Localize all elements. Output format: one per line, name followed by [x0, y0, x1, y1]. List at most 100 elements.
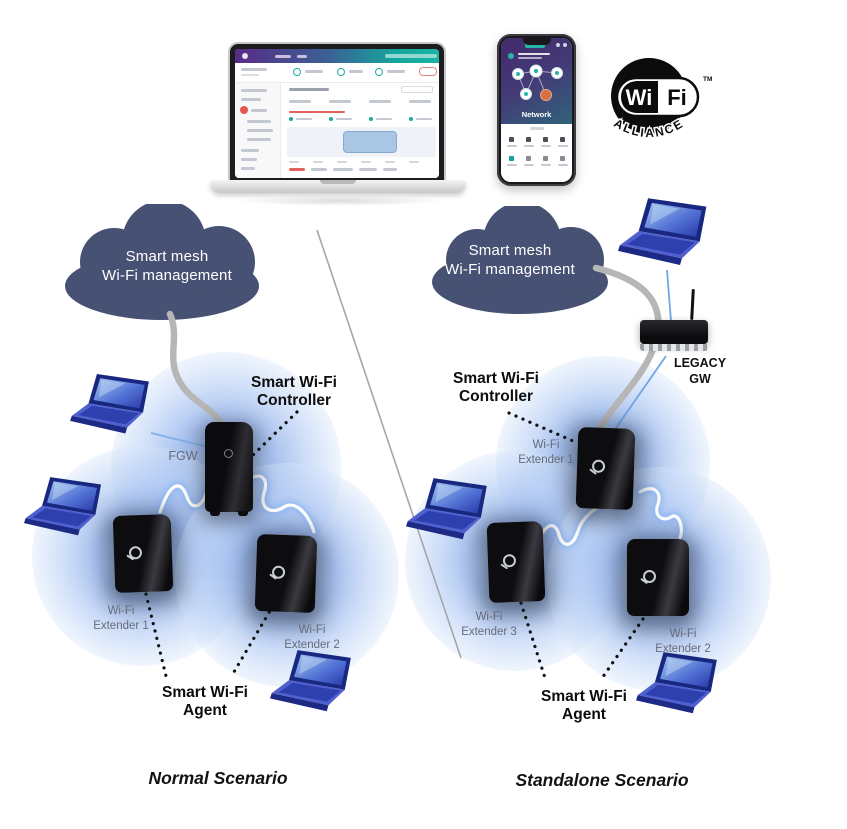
ui-bar: [349, 70, 363, 73]
graph-nodes: [512, 64, 563, 101]
left-agent-label: Smart Wi-Fi Agent: [152, 684, 258, 721]
app-grid-caption: [558, 145, 568, 147]
fgw-label: FGW: [168, 449, 198, 463]
phone-app-top: [501, 38, 572, 124]
right-extender1-line2: Extender 1: [518, 453, 574, 466]
app-grid-caption: [541, 145, 551, 147]
laptop-icon-right-top: [618, 198, 707, 265]
phone-header-icon: [556, 43, 560, 47]
right-extender3-line1: Wi-Fi: [475, 611, 503, 623]
management-laptop: [228, 42, 446, 182]
wifi-logo-tm: TM: [703, 76, 712, 83]
phone-network-graph: [512, 64, 563, 101]
right-extender3-label: Wi-Fi Extender 3: [454, 610, 524, 640]
tab: [311, 168, 327, 171]
ui-bar: [376, 118, 392, 120]
tick-mark: [361, 161, 371, 163]
wifi-logo-wi: Wi: [626, 85, 653, 110]
right-extender2-line1: Wi-Fi: [669, 628, 697, 640]
ui-bar: [409, 100, 431, 103]
app-grid-icon: [526, 137, 531, 142]
dashboard-header-bar: [235, 49, 439, 63]
cloud-right: [432, 206, 608, 314]
ui-bar: [289, 100, 311, 103]
chart-selection-box: [343, 131, 397, 153]
laptop-icon-left-top: [70, 374, 149, 434]
app-grid-icon-active: [509, 156, 514, 161]
cloud-right-line2: Wi-Fi management: [445, 260, 575, 278]
legacy-gw-line2: GW: [689, 371, 711, 386]
dashboard-menu-item: [275, 55, 291, 58]
left-extender2-device: [254, 533, 318, 614]
dashboard-main-panel: [281, 83, 439, 178]
app-grid-icon: [509, 137, 514, 142]
status-circle-icon: [337, 68, 345, 76]
tab: [359, 168, 377, 171]
left-controller-label: Smart Wi-Fi Controller: [238, 374, 350, 411]
left-agent-line1: Smart Wi-Fi: [162, 684, 248, 701]
app-grid-icon: [526, 156, 531, 161]
right-extender3-device: [486, 521, 546, 603]
cloud-left: [65, 204, 259, 320]
gateway-logo: [224, 449, 233, 458]
stat-dot: [369, 117, 373, 121]
ui-bar: [369, 100, 391, 103]
cloud-left-line2: Wi-Fi management: [102, 266, 232, 284]
left-extender1-line1: Wi-Fi: [107, 605, 135, 617]
laptop-icon-left-bottom: [270, 650, 351, 712]
app-grid-caption: [507, 145, 517, 147]
app-grid-icon: [543, 137, 548, 142]
wifi-alliance-logo: Wi Fi TM ALLIANCE: [610, 58, 712, 142]
phone-header-icon: [563, 43, 567, 47]
stat-dot: [289, 117, 293, 121]
right-agent-line1: Smart Wi-Fi: [541, 688, 627, 705]
extender-logo-icon: [591, 459, 606, 474]
ui-bar: [387, 70, 405, 73]
stat-dot: [409, 117, 413, 121]
ui-bar: [305, 70, 323, 73]
right-scenario-caption: Standalone Scenario: [515, 770, 689, 790]
right-extender1-device: [575, 427, 636, 510]
left-controller-line2: Controller: [256, 392, 332, 410]
laptop-icon-left-mid: [24, 477, 102, 536]
left-controller-line1: Smart Wi-Fi: [251, 374, 337, 391]
tick-mark: [409, 161, 419, 163]
ui-bar: [241, 74, 259, 76]
legacy-gw-line1: LEGACY: [673, 356, 727, 370]
ui-bar: [241, 68, 267, 71]
left-extender2-label: Wi-Fi Extender 2: [278, 623, 346, 653]
tick-mark: [385, 161, 395, 163]
gateway-foot: [238, 511, 248, 516]
extender-logo-icon: [271, 565, 285, 579]
router-front-panel: [640, 344, 708, 351]
right-agent-line2: Agent: [562, 706, 606, 724]
right-controller-line2: Controller: [458, 388, 534, 406]
app-grid-caption: [524, 145, 534, 147]
ui-bar: [329, 100, 351, 103]
ui-bar: [518, 57, 542, 59]
laptop-shadow: [235, 196, 445, 206]
tab: [333, 168, 353, 171]
left-scenario-caption: Normal Scenario: [148, 768, 288, 788]
sidebar-row: [241, 89, 267, 92]
phone-status-dot: [508, 53, 514, 59]
phone-title-pill: [525, 43, 545, 48]
sidebar-subrow: [247, 129, 273, 132]
app-grid-icon: [560, 156, 565, 161]
router-antenna: [690, 288, 695, 321]
left-extender2-line2: Extender 2: [284, 638, 340, 651]
phone-network-label: Network: [521, 110, 552, 119]
stat-dot: [329, 117, 333, 121]
dashboard-sidebar: [235, 83, 281, 178]
phone-screen: Network: [501, 38, 572, 182]
sidebar-subrow: [247, 120, 271, 123]
sidebar-row: [241, 158, 257, 161]
ui-bar: [416, 118, 432, 120]
sidebar-active-dot: [240, 106, 248, 114]
dashboard-menu-item: [297, 55, 307, 58]
gateway-foot: [210, 511, 220, 516]
tick-mark: [289, 161, 299, 163]
sidebar-subrow: [247, 138, 271, 141]
laptop-icon-right-bottom: [636, 652, 717, 714]
